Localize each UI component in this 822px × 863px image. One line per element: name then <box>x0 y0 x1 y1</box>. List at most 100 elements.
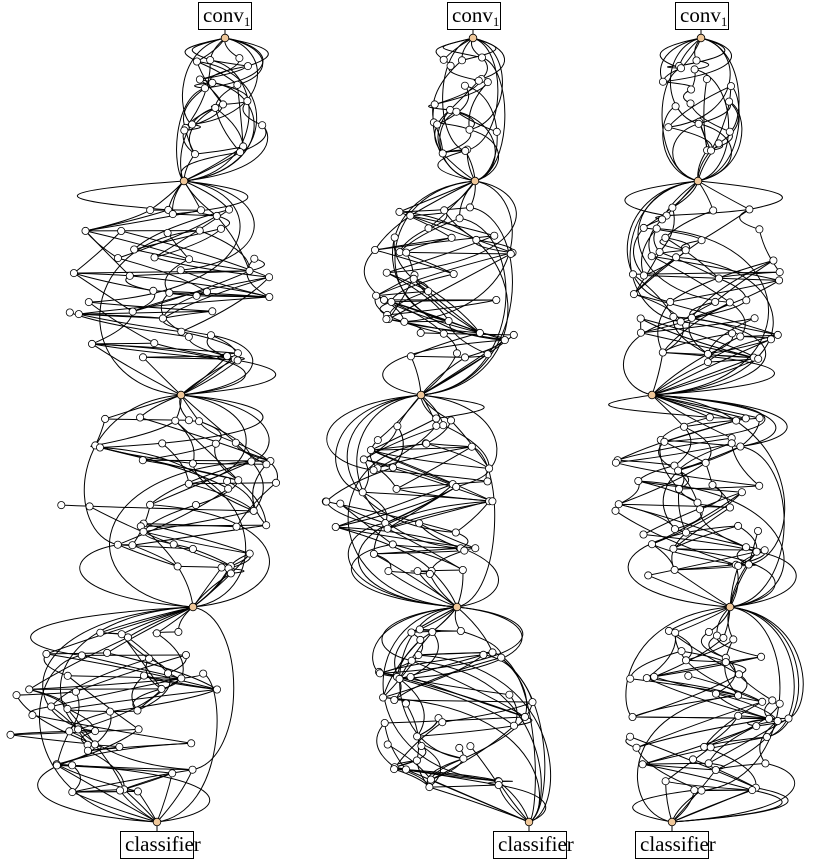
graph-node <box>636 314 645 323</box>
outer-loop-edge <box>729 551 797 608</box>
edge <box>636 747 702 792</box>
edge <box>396 446 473 490</box>
graph-node <box>106 707 115 716</box>
graph-node <box>113 254 122 263</box>
edge <box>667 85 732 128</box>
edge <box>143 523 250 555</box>
edge <box>181 276 270 333</box>
graph-node <box>765 714 774 723</box>
graph-node <box>694 119 703 128</box>
outer-loop-edge <box>183 124 269 182</box>
outer-loop-edge <box>439 111 476 182</box>
graph-node <box>412 756 421 765</box>
graph-node <box>752 547 761 556</box>
graph-node <box>322 497 331 506</box>
edge <box>692 758 757 789</box>
outer-loop-edge <box>411 660 542 823</box>
graph-node <box>372 291 381 300</box>
graph-node <box>737 488 746 497</box>
edge <box>164 258 190 294</box>
graph-node <box>742 543 751 552</box>
outer-loop-edge <box>394 180 476 322</box>
graph-node <box>231 438 240 447</box>
graph-node <box>414 651 423 660</box>
edge <box>29 688 162 690</box>
graph-node <box>173 562 182 571</box>
edge <box>99 447 229 490</box>
outer-loop-edge <box>180 394 270 462</box>
outer-loop-edge <box>346 394 456 533</box>
graph-node <box>734 691 743 700</box>
edge <box>642 763 753 791</box>
graph-node <box>139 671 148 680</box>
graph-node <box>128 541 137 550</box>
hub-node <box>152 817 162 827</box>
graph-node <box>424 224 433 233</box>
graph-node <box>184 479 193 488</box>
edge <box>405 703 420 761</box>
edge <box>651 255 780 281</box>
graph-node <box>392 484 401 493</box>
graph-node <box>379 295 388 304</box>
outer-loop-edge <box>399 606 523 680</box>
graph-node <box>195 75 204 84</box>
edge <box>410 356 422 396</box>
graph-node <box>704 628 713 637</box>
graph-node <box>639 530 648 539</box>
graph-node <box>488 497 497 506</box>
graph-node <box>669 312 678 321</box>
graph-node <box>116 786 125 795</box>
classifier-label-text: classifier <box>125 832 201 856</box>
edge <box>376 290 429 297</box>
graph-node <box>712 689 721 698</box>
graph-node <box>689 755 698 764</box>
edge <box>72 790 138 793</box>
graph-node <box>736 442 745 451</box>
edge <box>643 491 743 535</box>
graph-node <box>639 223 648 232</box>
edge <box>56 731 70 766</box>
graph-node <box>199 669 208 678</box>
graph-node <box>113 540 122 549</box>
graph-node <box>6 730 15 739</box>
graph-node <box>452 107 461 116</box>
edge <box>73 230 122 274</box>
edge <box>183 151 241 182</box>
graph-node <box>196 206 205 215</box>
graph-node <box>652 224 661 233</box>
graph-node <box>206 331 215 340</box>
graph-node <box>702 75 711 84</box>
graph-node <box>134 725 143 734</box>
graph-node <box>465 125 474 134</box>
graph-node <box>202 287 211 296</box>
graph-node <box>709 206 718 215</box>
outer-loop-edge <box>662 105 699 182</box>
edge <box>154 228 222 258</box>
edge <box>615 462 760 487</box>
graph-node <box>422 439 431 448</box>
graph-node <box>369 466 378 475</box>
edge <box>91 343 182 396</box>
outer-loop-edge <box>91 343 246 396</box>
graph-node <box>146 500 155 509</box>
edge <box>718 101 739 144</box>
hub-node <box>693 176 703 186</box>
edge <box>100 606 194 634</box>
graph-node <box>755 481 764 490</box>
edge <box>339 503 394 545</box>
graph-node <box>521 712 530 721</box>
edge <box>373 469 488 482</box>
graph-node <box>438 149 447 158</box>
graph-node <box>74 310 83 319</box>
edge <box>78 313 182 333</box>
graph-node <box>483 477 492 486</box>
edge <box>671 769 717 823</box>
graph-node <box>243 97 252 106</box>
edge <box>673 525 739 550</box>
graph-node <box>358 488 367 497</box>
graph-node <box>773 330 782 339</box>
graph-node <box>234 476 243 485</box>
graph-node <box>734 561 743 570</box>
hub-node <box>416 390 426 400</box>
graph-node <box>661 233 670 242</box>
